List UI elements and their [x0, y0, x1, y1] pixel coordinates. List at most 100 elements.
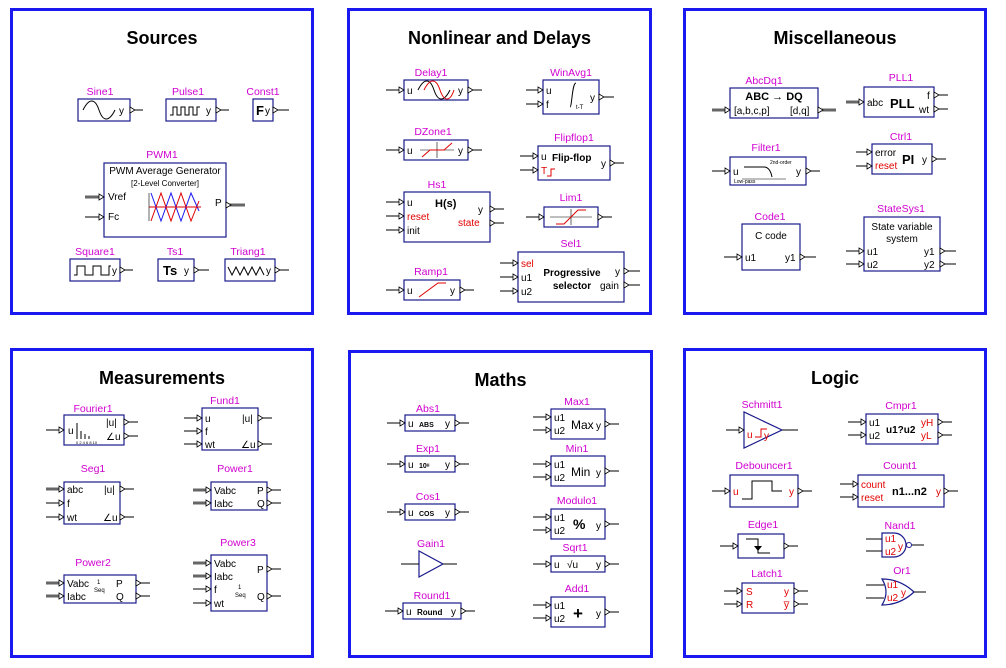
- svg-text:|u|: |u|: [106, 418, 117, 429]
- svg-text:y: y: [898, 542, 903, 553]
- deadzone-icon: [420, 142, 454, 158]
- svg-text:Seq: Seq: [94, 588, 105, 594]
- svg-text:count: count: [861, 480, 886, 491]
- block-filter[interactable]: Filter1 u y 2nd-order Low-pass: [712, 142, 820, 186]
- svg-text:P: P: [215, 198, 222, 209]
- block-pwm[interactable]: PWM1 PWM Average Generator [2-Level Conv…: [85, 149, 245, 238]
- block-ts[interactable]: Ts1 Ts y: [157, 246, 209, 282]
- block-statesys[interactable]: StateSys1 State variable system u1 u2 y1…: [846, 203, 956, 272]
- block-hs[interactable]: Hs1 u reset init H(s) y state: [386, 179, 504, 243]
- svg-text:y1: y1: [785, 253, 796, 264]
- delay-wave-icon: [417, 80, 451, 100]
- svg-text:+: +: [573, 604, 583, 623]
- block-const[interactable]: Const1 F y: [246, 86, 289, 122]
- block-triang[interactable]: Triang1 y: [224, 246, 289, 282]
- svg-text:Q: Q: [257, 499, 265, 510]
- block-exp[interactable]: Exp1 u 10ᵘ y: [387, 443, 469, 473]
- block-name: Square1: [75, 246, 115, 258]
- svg-text:y: y: [784, 587, 789, 598]
- svg-text:u1: u1: [885, 534, 897, 545]
- block-ramp[interactable]: Ramp1 u y: [386, 266, 474, 301]
- svg-text:u: u: [747, 430, 753, 441]
- block-name: Schmitt1: [742, 399, 783, 411]
- svg-text:Progressive: Progressive: [543, 268, 601, 279]
- block-ctrl[interactable]: Ctrl1 error reset PI y: [856, 131, 946, 175]
- svg-text:COS: COS: [419, 511, 435, 518]
- block-fourier[interactable]: Fourier1 u 0 2 4 6 8 10 |u| ∠u: [46, 403, 138, 446]
- block-round[interactable]: Round1 u Round y: [385, 590, 475, 620]
- block-pulse[interactable]: Pulse1 y: [165, 86, 229, 122]
- block-pll[interactable]: PLL1 abc PLL f wt: [846, 72, 948, 118]
- block-max[interactable]: Max1 u1 u2 Max y: [533, 396, 619, 440]
- block-lim[interactable]: Lim1: [526, 192, 612, 228]
- svg-text:Seq: Seq: [235, 593, 246, 599]
- block-sel[interactable]: Sel1 sel u1 u2 Progressive selector y ga…: [500, 238, 640, 303]
- svg-text:u1: u1: [867, 247, 879, 258]
- block-power1[interactable]: Power1 Vabc Iabc P Q: [193, 463, 281, 511]
- block-edge[interactable]: Edge1: [720, 519, 798, 559]
- lowpass-icon: [744, 166, 773, 178]
- block-latch[interactable]: Latch1 S R y y̅: [724, 568, 808, 614]
- block-gain[interactable]: Gain1: [401, 538, 457, 579]
- svg-text:gain: gain: [600, 281, 619, 292]
- block-min[interactable]: Min1 u1 u2 Min y: [533, 443, 619, 487]
- block-cos[interactable]: Cos1 u COS y: [387, 491, 469, 521]
- svg-text:wt: wt: [66, 513, 77, 524]
- block-sqrt[interactable]: Sqrt1 u √u y: [533, 542, 619, 573]
- block-fund[interactable]: Fund1 u f wt |u| ∠u: [184, 395, 272, 451]
- block-modulo[interactable]: Modulo1 u1 u2 % y: [533, 495, 619, 540]
- block-dzone[interactable]: DZone1 u y: [386, 126, 482, 161]
- svg-text:Min: Min: [571, 465, 590, 479]
- svg-text:u1: u1: [521, 273, 533, 284]
- svg-text:u: u: [205, 414, 211, 425]
- block-abs[interactable]: Abs1 u ABS y: [387, 403, 469, 432]
- block-add[interactable]: Add1 u1 u2 + y: [533, 583, 619, 628]
- svg-text:y: y: [112, 266, 117, 277]
- pwm-waveform-icon: [148, 191, 201, 223]
- svg-text:y2: y2: [924, 260, 935, 271]
- block-debouncer[interactable]: Debouncer1 u y: [712, 460, 812, 508]
- block-name: Fund1: [210, 395, 240, 407]
- block-abcdq[interactable]: AbcDq1 ABC → DQ [a,b,c,p] [d,q]: [712, 75, 836, 119]
- svg-text:u2: u2: [887, 593, 899, 604]
- block-code[interactable]: Code1 C code u1 y1: [724, 211, 816, 271]
- block-cmpr[interactable]: Cmpr1 u1 u2 u1?u2 yH yL: [848, 400, 952, 445]
- block-name: AbcDq1: [745, 75, 783, 87]
- misc-canvas: AbcDq1 ABC → DQ [a,b,c,p] [d,q] PLL1 abc…: [712, 72, 956, 272]
- panel-title: Sources: [126, 28, 198, 48]
- svg-text:∠u: ∠u: [241, 440, 256, 451]
- block-flipflop[interactable]: Flipflop1 u T Flip-flop y: [520, 132, 624, 181]
- svg-text:reset: reset: [861, 493, 883, 504]
- block-sine[interactable]: Sine1 y: [77, 86, 143, 122]
- block-name: Code1: [755, 211, 786, 223]
- block-name: Ts1: [167, 246, 184, 258]
- pulse-wave-icon: [170, 106, 200, 116]
- svg-text:u: u: [406, 607, 412, 618]
- measurements-canvas: Fourier1 u 0 2 4 6 8 10 |u| ∠u Fund1 u f…: [46, 395, 281, 612]
- block-name: Power2: [75, 557, 111, 569]
- block-winavg[interactable]: WinAvg1 u f y t-T: [526, 67, 614, 115]
- block-square[interactable]: Square1 y: [69, 246, 133, 282]
- panel-title: Maths: [474, 370, 527, 390]
- block-delay[interactable]: Delay1 u y: [386, 67, 482, 101]
- svg-text:y: y: [445, 460, 450, 471]
- svg-text:PWM Average Generator: PWM Average Generator: [109, 166, 221, 177]
- block-count[interactable]: Count1 count reset n1...n2 y: [840, 460, 958, 508]
- svg-text:y: y: [764, 431, 769, 442]
- svg-text:y̅: y̅: [783, 600, 789, 611]
- block-nand[interactable]: Nand1 u1 u2 y: [866, 520, 924, 558]
- block-schmitt[interactable]: Schmitt1 u y: [726, 399, 798, 449]
- block-seg[interactable]: Seg1 abc f wt |u| ∠u: [46, 463, 134, 525]
- svg-text:u1: u1: [554, 513, 566, 524]
- svg-text:u: u: [408, 460, 414, 471]
- panel-sources: Sources Sine1 y Pulse1 y Const1 F y: [10, 8, 314, 315]
- svg-text:PLL: PLL: [890, 96, 915, 111]
- block-power3[interactable]: Power3 Vabc Iabc f wt 1 Seq P Q: [193, 537, 281, 612]
- svg-text:C code: C code: [755, 231, 787, 242]
- block-or[interactable]: Or1 u1 u2 y: [866, 565, 926, 606]
- block-power2[interactable]: Power2 Vabc Iabc 1 Seq P Q: [46, 557, 150, 604]
- svg-text:u2: u2: [885, 547, 897, 558]
- sources-canvas: Sine1 y Pulse1 y Const1 F y PWM1: [69, 86, 289, 282]
- svg-text:Iabc: Iabc: [214, 572, 233, 583]
- panel-nonlinear: Nonlinear and Delays Delay1 u y WinAvg1 …: [347, 8, 652, 315]
